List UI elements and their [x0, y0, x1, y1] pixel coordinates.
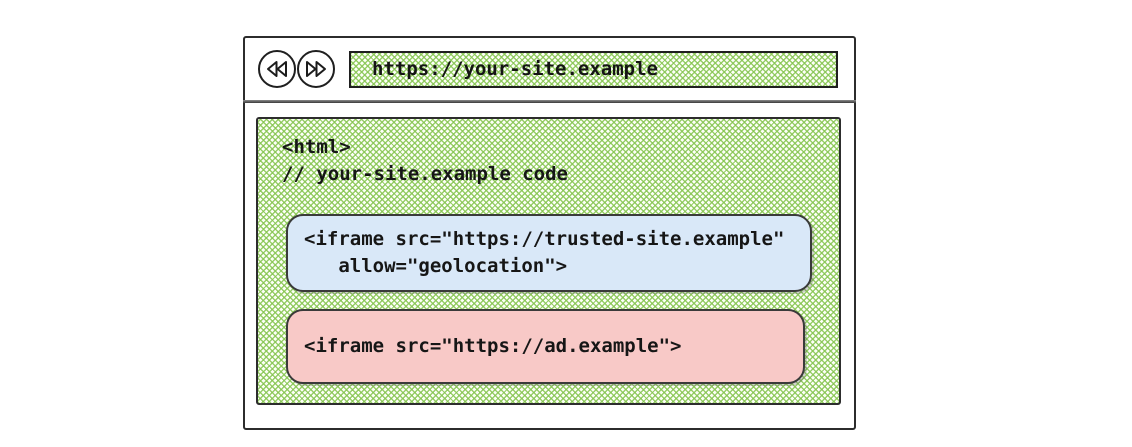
browser-window: https://your-site.example <html> // your…	[243, 36, 856, 430]
address-bar[interactable]: https://your-site.example	[349, 50, 838, 88]
trusted-iframe-code-line-2: allow="geolocation">	[304, 255, 568, 277]
site-code-comment-line: // your-site.example code	[282, 163, 568, 185]
toolbar-divider	[243, 100, 856, 103]
html-tag-line: <html>	[282, 136, 351, 158]
page-content-area: <html> // your-site.example code <iframe…	[256, 117, 841, 405]
trusted-iframe-box: <iframe src="https://trusted-site.exampl…	[286, 214, 812, 292]
browser-toolbar: https://your-site.example	[245, 38, 854, 100]
double-left-arrow-icon	[264, 59, 290, 79]
ad-iframe-code-line: <iframe src="https://ad.example">	[304, 335, 682, 357]
url-text: https://your-site.example	[372, 57, 658, 80]
ad-iframe-box: <iframe src="https://ad.example">	[286, 309, 805, 384]
double-right-arrow-icon	[303, 59, 329, 79]
forward-button[interactable]	[297, 50, 335, 88]
back-button[interactable]	[258, 50, 296, 88]
trusted-iframe-code-line-1: <iframe src="https://trusted-site.exampl…	[304, 228, 785, 250]
